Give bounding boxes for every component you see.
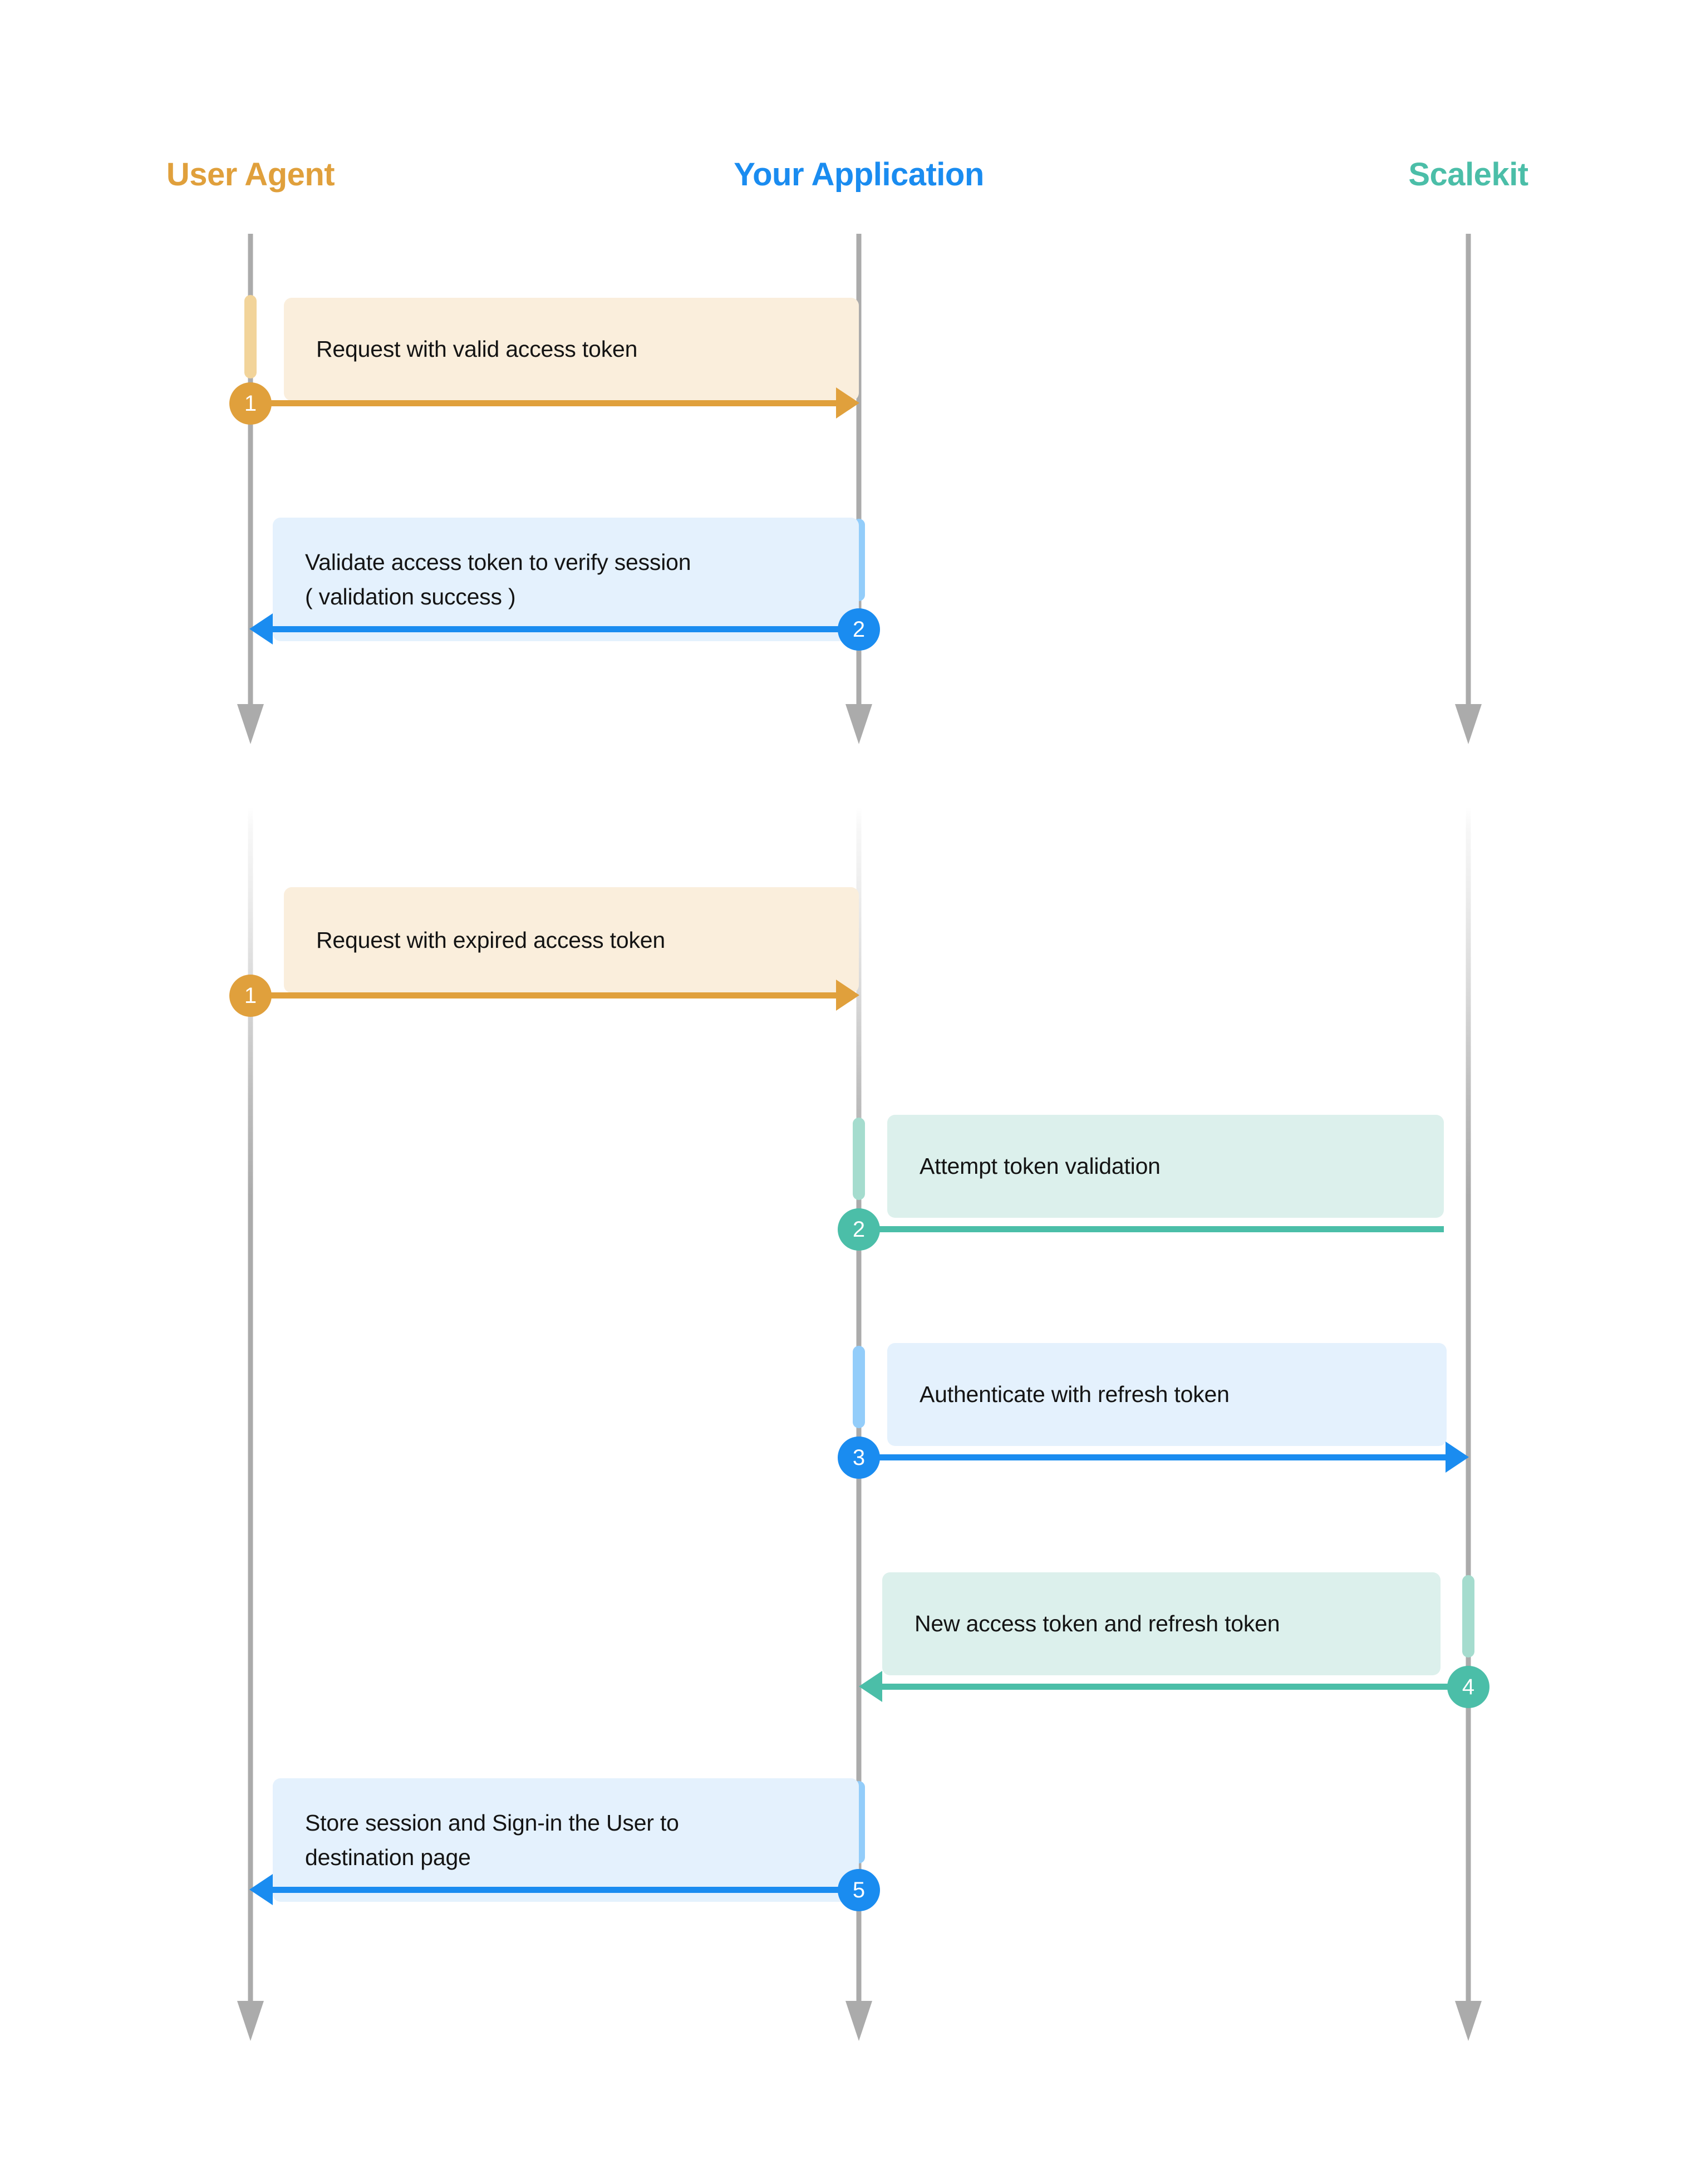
message-note-s1-step1: Request with valid access token [284, 298, 859, 401]
step-number-circle-s1-step2[interactable]: 2 [838, 608, 880, 651]
lifeline-user-agent-section2 [248, 807, 253, 2006]
lifeline-end-arrow-scalekit-section1 [1455, 704, 1482, 744]
lifeline-end-arrow-your-application-section2 [845, 2001, 872, 2041]
lifeline-end-arrow-scalekit-section2 [1455, 2001, 1482, 2041]
lifeline-scalekit-section1 [1466, 234, 1471, 710]
lifeline-scalekit-section2 [1466, 807, 1471, 2006]
message-arrow-line-s2-step4 [882, 1684, 1468, 1690]
step-number-circle-s2-step5[interactable]: 5 [838, 1869, 880, 1911]
message-text-s2-step4: New access token and refresh token [915, 1611, 1280, 1637]
step-number-circle-s2-step3[interactable]: 3 [838, 1437, 880, 1479]
message-arrow-head-s2-step5 [249, 1874, 273, 1905]
lifeline-end-arrow-user-agent-section1 [237, 704, 264, 744]
lifeline-end-arrow-user-agent-section2 [237, 2001, 264, 2041]
message-note-s2-step5: Store session and Sign-in the User to de… [273, 1778, 859, 1902]
participant-header-scalekit: Scalekit [1408, 156, 1528, 193]
message-arrow-head-s1-step1 [836, 387, 859, 419]
lifeline-end-arrow-your-application-section1 [845, 704, 872, 744]
message-note-s2-step3: Authenticate with refresh token [887, 1343, 1447, 1446]
participant-header-user-agent: User Agent [166, 156, 335, 193]
message-arrow-line-s2-step5 [273, 1887, 859, 1893]
message-text-s2-step3: Authenticate with refresh token [920, 1381, 1230, 1408]
lifeline-user-agent-section1 [248, 234, 253, 710]
step-number-circle-s1-step1[interactable]: 1 [229, 382, 272, 425]
message-text-s2-step2: Attempt token validation [920, 1153, 1161, 1179]
activation-bar-your-application-s2-step3 [853, 1346, 865, 1428]
message-arrow-line-s1-step1 [250, 400, 836, 406]
message-arrow-head-s2-step4 [859, 1671, 882, 1702]
message-arrow-line-s2-step2 [859, 1226, 1444, 1232]
message-note-s2-step4: New access token and refresh token [882, 1572, 1441, 1675]
message-note-s2-step2: Attempt token validation [887, 1115, 1444, 1218]
lifeline-your-application-section1 [856, 234, 862, 710]
message-arrow-line-s2-step1 [250, 992, 836, 998]
activation-bar-your-application-s2-step2 [853, 1118, 865, 1200]
message-arrow-head-s2-step3 [1446, 1442, 1469, 1473]
participant-header-your-application: Your Application [734, 156, 984, 193]
message-note-s2-step1: Request with expired access token [284, 887, 859, 993]
activation-bar-user-agent-s1-step1 [244, 295, 257, 378]
message-text-s1-step1: Request with valid access token [316, 336, 638, 362]
message-arrow-head-s1-step2 [249, 613, 273, 645]
message-text-s1-step2: Validate access token to verify session … [305, 549, 691, 609]
message-arrow-line-s2-step3 [859, 1454, 1446, 1460]
message-arrow-line-s1-step2 [273, 626, 859, 632]
message-arrow-head-s2-step1 [836, 980, 859, 1011]
step-number-circle-s2-step2[interactable]: 2 [838, 1208, 880, 1251]
step-number-circle-s2-step4[interactable]: 4 [1447, 1666, 1489, 1708]
message-text-s2-step5: Store session and Sign-in the User to de… [305, 1809, 679, 1870]
message-text-s2-step1: Request with expired access token [316, 927, 665, 953]
message-note-s1-step2: Validate access token to verify session … [273, 518, 859, 641]
step-number-circle-s2-step1[interactable]: 1 [229, 975, 272, 1017]
activation-bar-scalekit-s2-step4 [1462, 1575, 1474, 1657]
